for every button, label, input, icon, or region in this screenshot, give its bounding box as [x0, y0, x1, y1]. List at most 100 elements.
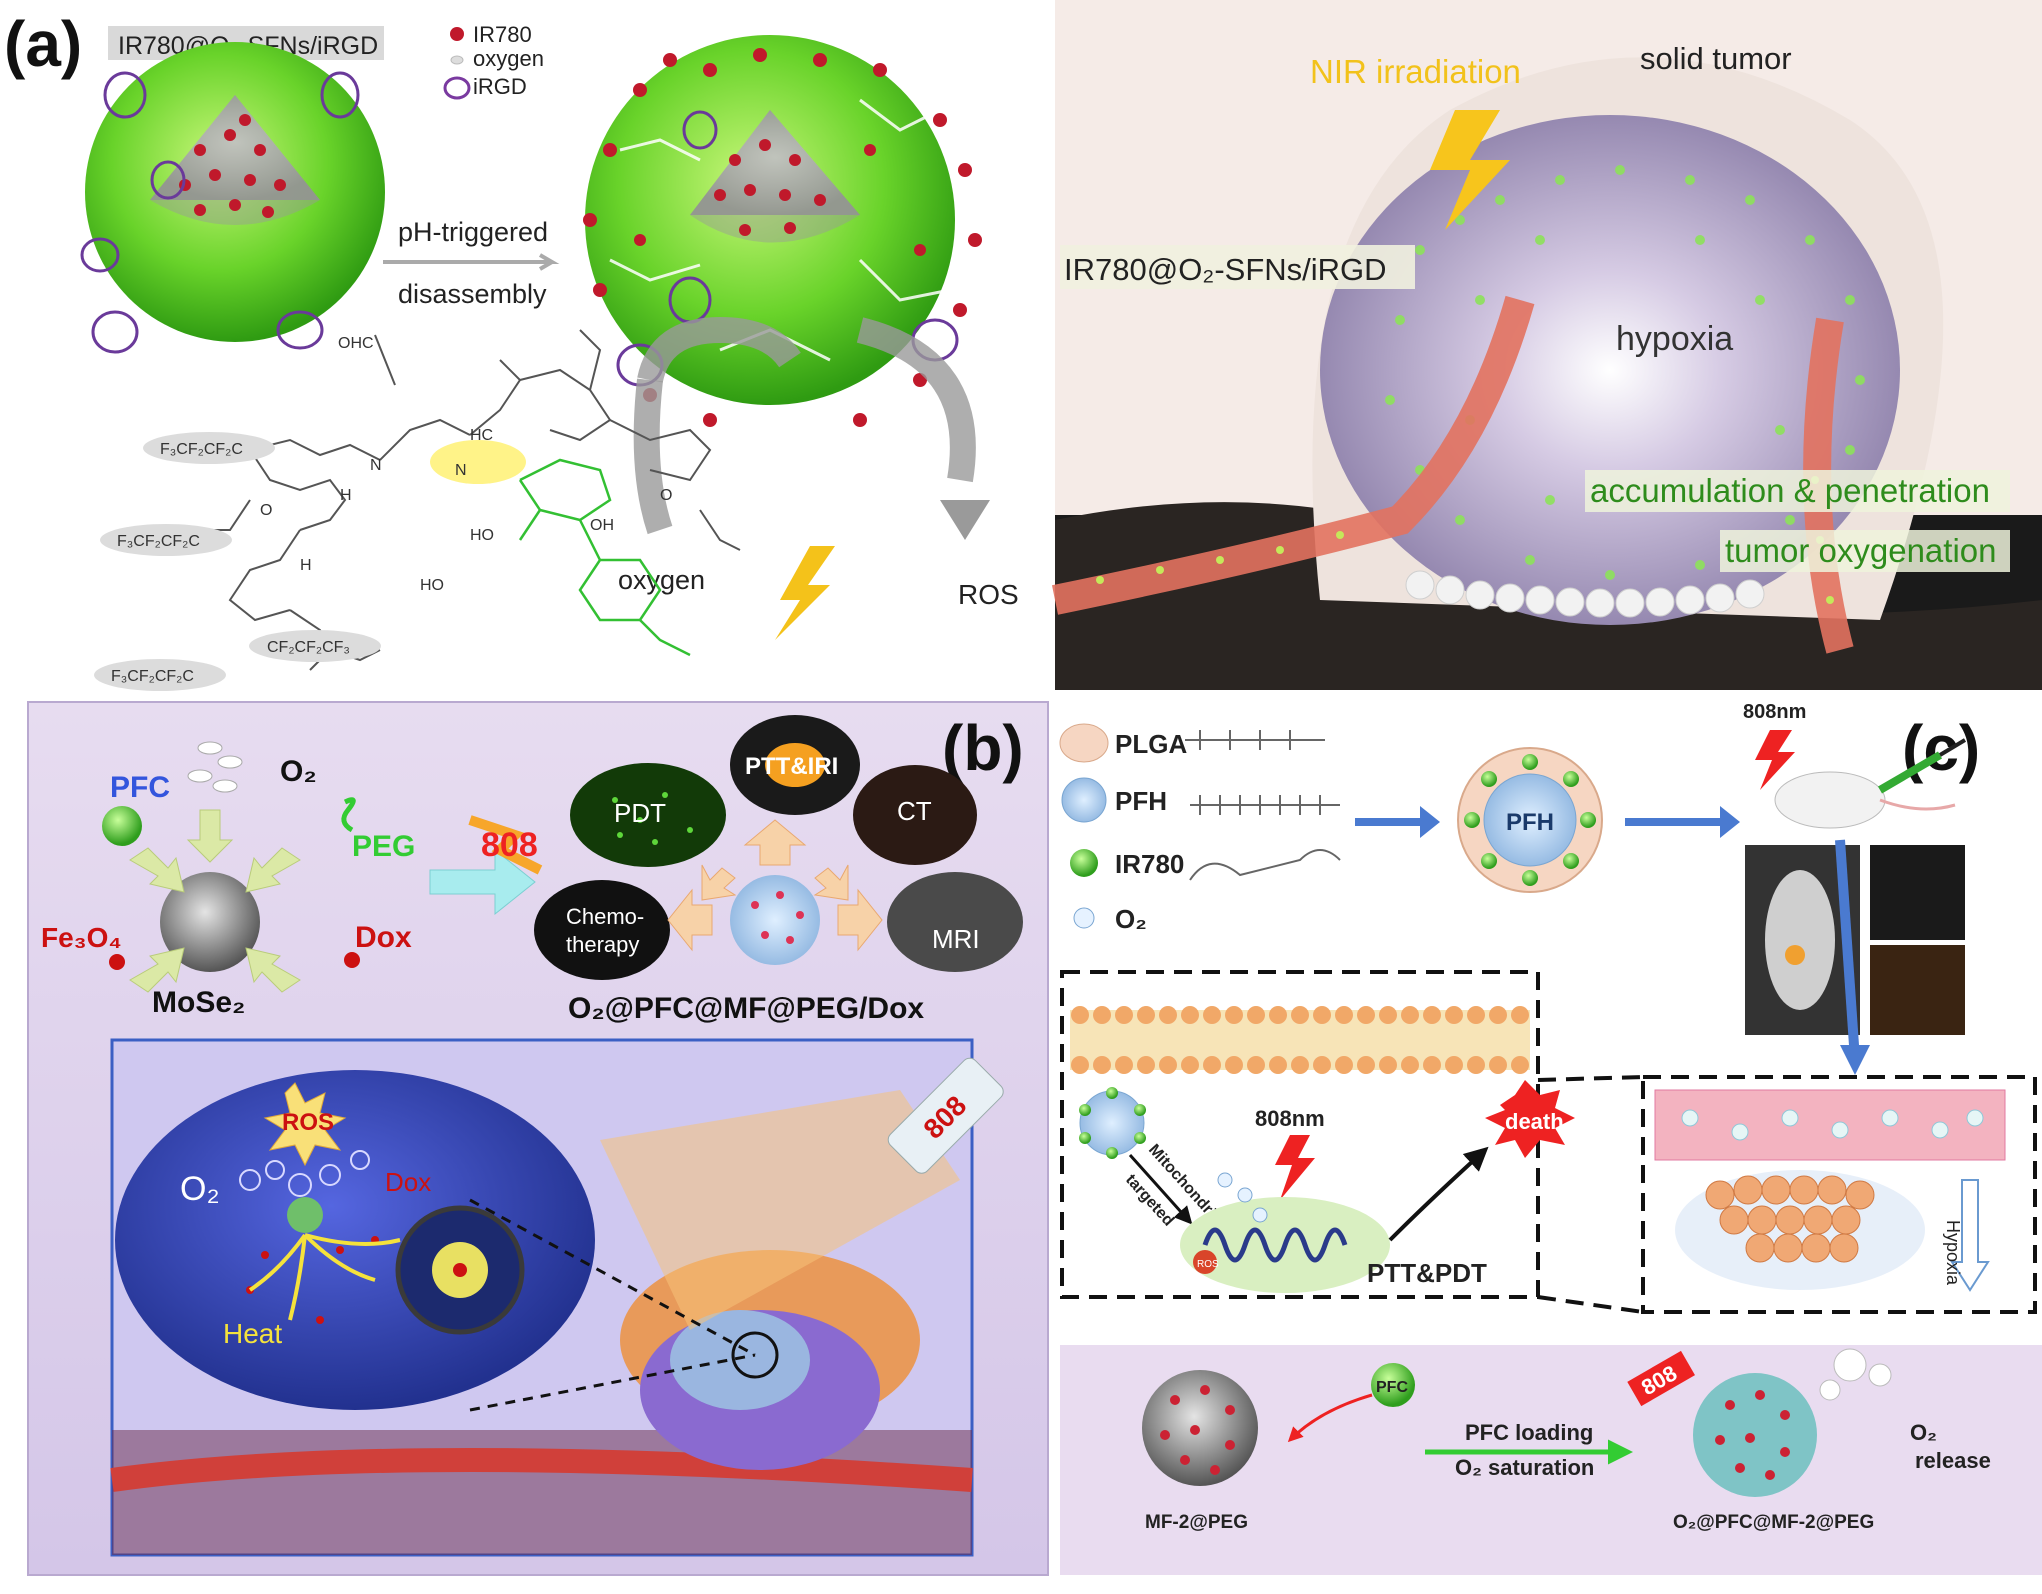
808nm-label-mouse: 808nm — [1743, 701, 1806, 723]
pfh-structure — [1190, 795, 1340, 815]
pfc-arrow — [1287, 1393, 1373, 1443]
laser-beam — [468, 815, 543, 875]
tumor-formulation-box — [1060, 245, 1415, 289]
chem-hc: HC — [470, 427, 493, 444]
heat-label: Heat — [223, 1318, 282, 1349]
nir-label: NIR irradiation — [1310, 53, 1521, 90]
oxygen-legend-icon — [450, 55, 464, 65]
laser-cone — [600, 1090, 960, 1330]
cancer-cell — [115, 1070, 595, 1410]
theranostic-particle — [730, 875, 820, 965]
blood-vessel — [1051, 295, 1535, 615]
ptt-label: PTT&IRI — [745, 753, 838, 780]
dox-label: Dox — [355, 921, 412, 954]
ultrasound-image — [1870, 845, 1965, 940]
chem-h-2: H — [300, 557, 312, 574]
pfc-label: PFC — [110, 771, 170, 804]
laser-808-tag — [1627, 1350, 1695, 1407]
tumor-tissue — [620, 1250, 920, 1470]
nir-lightning-icon — [1430, 110, 1510, 230]
pttpdt-label: PTT&PDT — [1367, 1258, 1487, 1288]
plga-structure — [1185, 730, 1325, 750]
targeting-arrow — [1128, 1153, 1193, 1225]
cell-bubbles — [239, 1150, 370, 1197]
chem-oh: OH — [590, 517, 614, 534]
disassembly-label: disassembly — [398, 279, 547, 309]
laser-808-label: 808 — [481, 826, 538, 864]
tumor-formulation-label: IR780@O₂-SFNs/iRGD — [1064, 252, 1387, 287]
chemotherapy-box — [534, 880, 670, 980]
mri-image — [887, 872, 1023, 972]
flow-arrow-2 — [1625, 806, 1740, 838]
o2-icon — [1073, 907, 1095, 929]
hypoxia-label-c: Hypoxia — [1943, 1220, 1963, 1286]
ros-cell-label: ROS — [282, 1109, 334, 1136]
lightning-icon — [775, 546, 835, 640]
ir780-structure — [1189, 849, 1341, 881]
accumulation-label: accumulation & penetration — [1590, 472, 1990, 509]
ir780-label: IR780 — [1115, 849, 1184, 879]
laser-bolt-mouse — [1755, 730, 1795, 790]
pdt-image — [570, 763, 726, 867]
synthesis-arrows — [129, 809, 301, 993]
nanoparticle-disassembled — [583, 35, 990, 540]
death-label: death — [1505, 1109, 1564, 1134]
release-label-2: release — [1915, 1448, 1991, 1473]
chem-group-3: F₃CF₂CF₂C — [111, 668, 194, 685]
o2-label: O₂ — [280, 755, 317, 788]
pdt-label: PDT — [614, 798, 666, 828]
oxygenation-label: tumor oxygenation — [1725, 532, 1997, 569]
laser-fiber — [887, 1057, 1004, 1174]
ros-chip-label: ROS — [1197, 1259, 1219, 1270]
panel-a-scheme: (a) IR780@O₂-SFNs/iRGD IR780 oxygen iRGD — [4, 8, 1019, 691]
chem-ho-1: HO — [470, 527, 494, 544]
mri-label: MRI — [932, 924, 980, 954]
cell-o2-label: O₂ — [180, 1170, 220, 1208]
chem-ohc: OHC — [338, 335, 374, 352]
irgd-legend-icon — [443, 76, 471, 100]
panel-a-label: (a) — [4, 8, 82, 80]
zoom-line-2 — [469, 1353, 756, 1412]
mf-particle — [1142, 1370, 1258, 1486]
panel-c: (c) PLGA PFH IR780 O₂ PFH 808nm — [1059, 701, 2042, 1575]
ir780-icon — [1070, 849, 1098, 877]
pfc-sphere-c — [1371, 1363, 1415, 1407]
pfh-core-label: PFH — [1506, 809, 1554, 836]
flow-arrow-1 — [1355, 806, 1440, 838]
release-bubbles — [1819, 1348, 1892, 1401]
fe3o4-dot — [109, 954, 125, 970]
mose2-core — [160, 872, 260, 972]
fe3o4-label: Fe₃O₄ — [41, 922, 122, 953]
chemical-structure: F₃CF₂CF₂C F₃CF₂CF₂C F₃CF₂CF₂C CF₂CF₂CF₃ … — [94, 329, 741, 691]
synthesis-big-arrow — [429, 848, 536, 916]
chem-o-2: O — [260, 502, 272, 519]
photoacoustic-image — [1870, 945, 1965, 1035]
inset-vessel — [110, 1448, 973, 1492]
ir780-legend: IR780 — [473, 22, 532, 47]
pfc-label-c: PFC — [1376, 1379, 1408, 1396]
heat-rays — [248, 1233, 401, 1321]
chem-group-2: F₃CF₂CF₂C — [117, 533, 200, 550]
mf-label: MF-2@PEG — [1145, 1512, 1248, 1533]
ros-label: ROS — [958, 579, 1019, 610]
peg-icon — [341, 797, 356, 833]
disassembly-arrow — [383, 253, 560, 271]
hypoxia-label: hypoxia — [1616, 320, 1733, 358]
tumor-illustration: solid tumor NIR irradiation IR780@O₂-SFN… — [1051, 0, 2042, 690]
final-label: O₂@PFC@MF-2@PEG — [1673, 1512, 1874, 1533]
chem-o-1: O — [660, 487, 672, 504]
chem-group-1: F₃CF₂CF₂C — [160, 441, 243, 458]
product-label: O₂@PFC@MF@PEG/Dox — [568, 992, 924, 1025]
zoom-line-1 — [469, 1198, 756, 1357]
plga-label: PLGA — [1115, 729, 1187, 759]
laser-bolt-mito — [1275, 1135, 1315, 1200]
mose2-label: MoSe₂ — [152, 986, 245, 1019]
ph-triggered-label: pH-triggered — [398, 217, 548, 247]
final-particle — [1693, 1373, 1817, 1497]
ir780-legend-icon — [450, 27, 464, 41]
irgd-legend: iRGD — [473, 74, 527, 99]
inset-connector — [1537, 1075, 1644, 1314]
death-arrow — [1388, 1146, 1489, 1242]
